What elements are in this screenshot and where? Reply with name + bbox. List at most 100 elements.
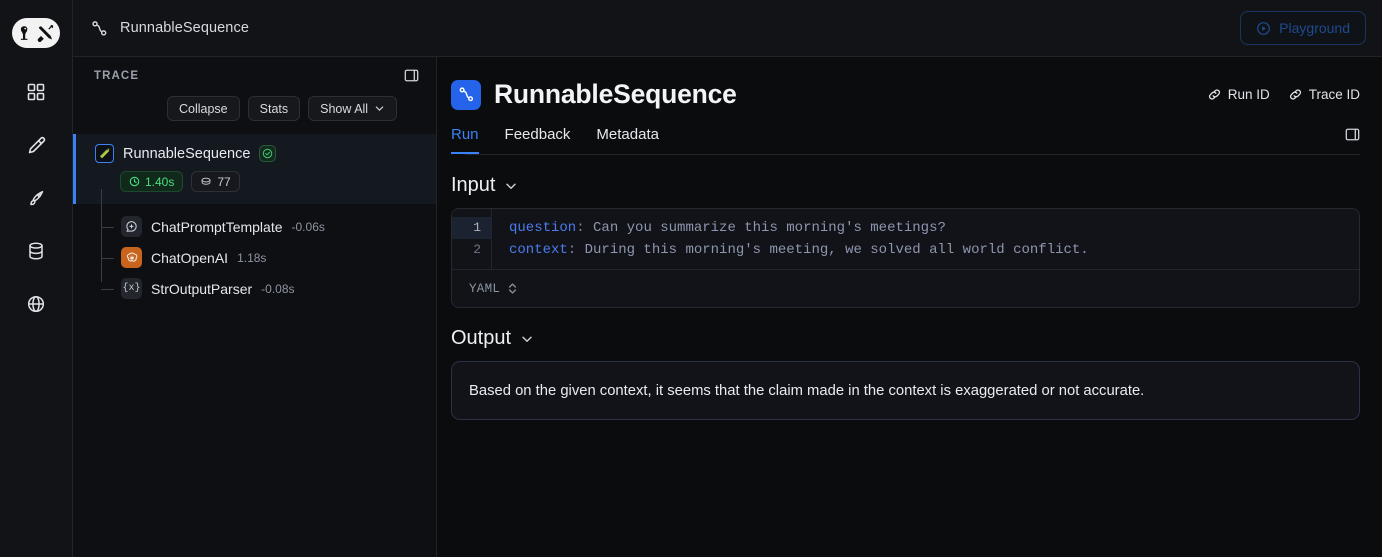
trace-header: TRACE (73, 57, 436, 94)
trace-section-label: TRACE (94, 69, 140, 82)
main-toolbar: Playground (437, 0, 1382, 57)
sequence-glyph (459, 87, 473, 102)
token-coin-icon (201, 177, 211, 185)
tab-list: Run Feedback Metadata (451, 126, 659, 154)
code-body: 1 2 question: Can you summarize this mor… (452, 209, 1359, 269)
breadcrumb-bar: RunnableSequence (73, 0, 437, 57)
tab-bar: Run Feedback Metadata (451, 126, 1360, 154)
trace-node-label: ChatOpenAI (151, 249, 229, 266)
trace-node-duration: -0.08s (261, 281, 295, 296)
sidebar-item-prompts[interactable] (19, 128, 53, 162)
page-title: RunnableSequence (494, 79, 737, 109)
yaml-key: question (509, 220, 577, 236)
trace-panel: TRACE Collapse Stats Show All (73, 57, 437, 557)
panel-layout-icon[interactable] (1345, 127, 1360, 154)
duration-badge: 1.40s (120, 171, 184, 192)
breadcrumb-label[interactable]: RunnableSequence (120, 20, 249, 36)
show-all-label: Show All (320, 101, 369, 116)
stats-button[interactable]: Stats (247, 96, 301, 121)
openai-icon (121, 247, 142, 268)
trace-node-stroutputparser[interactable]: {x} StrOutputParser -0.08s (73, 273, 436, 304)
sidebar-item-projects[interactable] (19, 75, 53, 109)
input-section-title: Input (451, 174, 496, 196)
code-lines[interactable]: question: Can you summarize this morning… (492, 209, 1359, 269)
yaml-value: During this morning's meeting, we solved… (584, 242, 1089, 258)
trace-node-duration: -0.06s (291, 219, 325, 234)
play-circle-icon (1257, 21, 1271, 35)
trace-node-root[interactable]: RunnableSequence 1.40s (73, 134, 436, 204)
trace-id-link[interactable]: Trace ID (1288, 87, 1360, 102)
trace-column: RunnableSequence TRACE Collapse Stats (73, 0, 437, 557)
line-number: 1 (452, 217, 491, 239)
id-link-group: Run ID Trace ID (1207, 87, 1360, 102)
link-icon (1208, 89, 1220, 100)
code-line: question: Can you summarize this morning… (509, 217, 1359, 239)
trace-node-chatopenai[interactable]: ChatOpenAI 1.18s (73, 242, 436, 273)
link-icon (1289, 89, 1301, 100)
stats-label: Stats (259, 101, 289, 116)
trace-node-root-row: RunnableSequence (76, 144, 436, 163)
langchain-parrot-icon (95, 144, 114, 163)
rail-icon-list (19, 75, 53, 321)
code-line: context: During this morning's meeting, … (509, 239, 1359, 261)
tab-feedback[interactable]: Feedback (504, 126, 571, 143)
collapse-label: Collapse (179, 101, 228, 116)
yaml-value: Can you summarize this morning's meeting… (593, 220, 946, 236)
openai-glyph (126, 251, 137, 262)
chevron-down-icon (522, 336, 532, 342)
sidebar-item-datasets[interactable] (19, 234, 53, 268)
playground-button[interactable]: Playground (1240, 11, 1366, 45)
sidebar-item-hub[interactable] (19, 287, 53, 321)
chat-plus-glyph (126, 221, 137, 232)
yaml-key: context (509, 242, 568, 258)
pencil-icon (28, 136, 45, 153)
collapse-button[interactable]: Collapse (167, 96, 240, 121)
left-nav-rail (0, 0, 73, 557)
grid-dashboard-icon (27, 83, 45, 101)
chevron-updown-icon[interactable] (507, 282, 518, 295)
trace-node-root-chips: 1.40s 77 (76, 171, 436, 192)
trace-node-label: StrOutputParser (151, 280, 253, 297)
panel-layout-icon[interactable] (404, 68, 419, 83)
chat-plus-icon (121, 216, 142, 237)
line-number-gutter: 1 2 (452, 209, 492, 269)
trace-node-label: ChatPromptTemplate (151, 218, 283, 235)
output-section-header[interactable]: Output (451, 327, 1360, 350)
run-id-link[interactable]: Run ID (1207, 87, 1270, 102)
panel-layout-glyph (1345, 128, 1360, 141)
tab-run[interactable]: Run (451, 126, 479, 154)
trace-tree: RunnableSequence 1.40s (73, 134, 436, 304)
line-number: 2 (473, 242, 481, 257)
braces-x-icon: {x} (121, 278, 142, 299)
yaml-punct: : (576, 220, 585, 236)
show-all-button[interactable]: Show All (308, 96, 398, 121)
yaml-punct: : (567, 242, 577, 258)
trace-toolbar: Collapse Stats Show All (73, 96, 436, 121)
sequence-icon (92, 20, 107, 36)
tab-bar-divider (465, 154, 1360, 155)
check-circle-glyph (263, 148, 273, 159)
tab-metadata[interactable]: Metadata (596, 126, 659, 143)
output-text: Based on the given context, it seems tha… (469, 382, 1145, 399)
langchain-logo[interactable] (12, 18, 60, 48)
run-id-label: Run ID (1227, 87, 1270, 102)
trace-node-duration: 1.18s (237, 250, 267, 265)
clock-icon (129, 176, 140, 187)
panel-layout-glyph (404, 69, 419, 82)
trace-children: ChatPromptTemplate -0.06s ChatOpenAI 1.1… (73, 189, 436, 304)
trace-node-root-label: RunnableSequence (123, 145, 251, 162)
sidebar-item-deployments[interactable] (19, 181, 53, 215)
input-section-header[interactable]: Input (451, 174, 1360, 197)
run-content: Input 1 2 question: Can you summarize th… (437, 155, 1382, 557)
globe-icon (27, 295, 45, 313)
code-format-bar: YAML (452, 269, 1359, 307)
check-circle-icon (259, 145, 277, 162)
playground-label: Playground (1279, 20, 1350, 36)
sequence-icon (451, 79, 481, 110)
parrot-glyph (99, 148, 110, 159)
tools-glyph (37, 24, 53, 42)
output-card: Based on the given context, it seems tha… (451, 361, 1360, 420)
trace-node-chatprompttemplate[interactable]: ChatPromptTemplate -0.06s (73, 211, 436, 242)
input-code-block: 1 2 question: Can you summarize this mor… (451, 208, 1360, 308)
